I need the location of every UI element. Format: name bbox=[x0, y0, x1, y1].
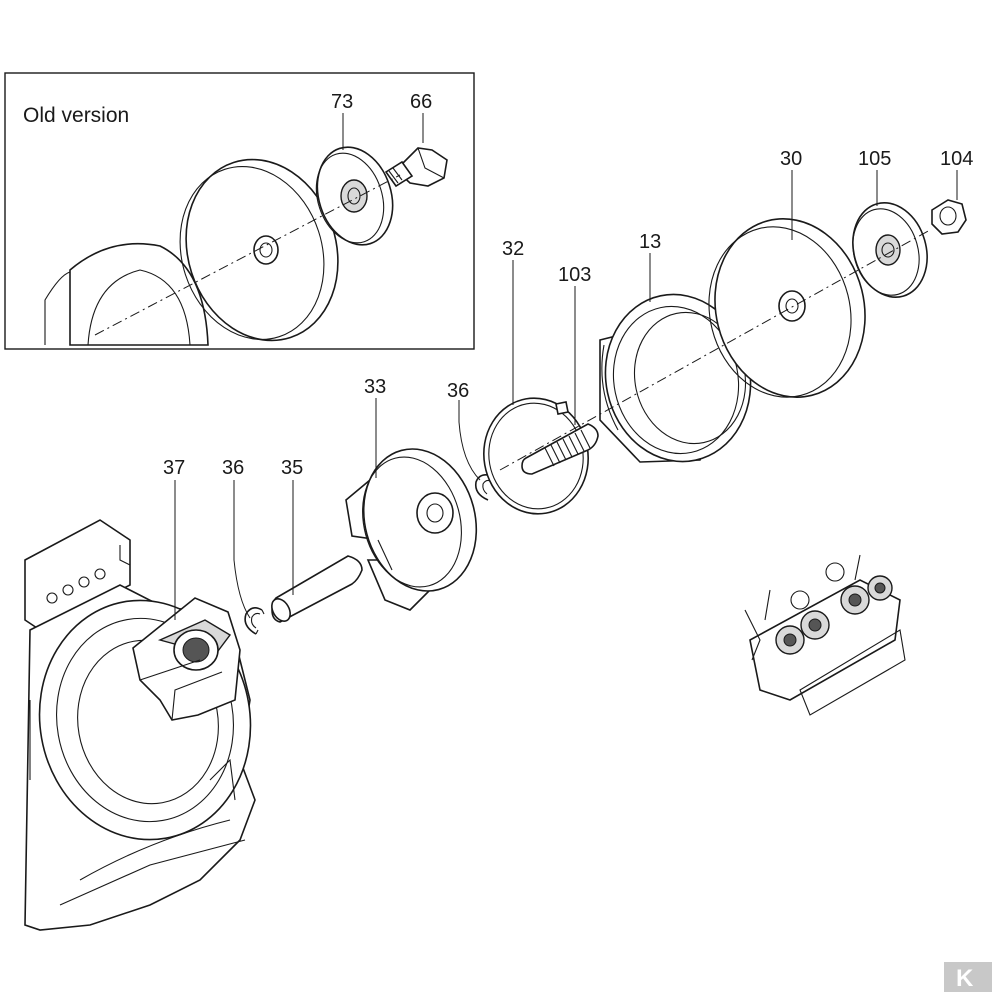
inset-housing bbox=[44, 243, 209, 346]
label-36-upper: 36 bbox=[447, 380, 469, 402]
stud-103 bbox=[521, 423, 599, 475]
nut-104 bbox=[931, 199, 967, 235]
pump-overview-thumbnail bbox=[744, 554, 906, 716]
inset-washer-73 bbox=[315, 146, 394, 246]
inset-centerline bbox=[94, 174, 401, 336]
label-37: 37 bbox=[163, 457, 185, 479]
label-33: 33 bbox=[364, 376, 386, 398]
label-30: 30 bbox=[780, 148, 802, 170]
label-32: 32 bbox=[502, 238, 524, 260]
label-35: 35 bbox=[281, 457, 303, 479]
connecting-rod-33 bbox=[345, 448, 478, 611]
crosshead-37 bbox=[132, 597, 241, 721]
washer-105 bbox=[852, 202, 928, 298]
pin-35 bbox=[271, 555, 363, 623]
brand-logo: K bbox=[944, 962, 992, 992]
circlip-36-upper bbox=[474, 474, 493, 501]
pump-housing bbox=[24, 519, 256, 931]
label-73: 73 bbox=[331, 91, 353, 113]
main-centerline bbox=[499, 229, 931, 471]
label-104: 104 bbox=[940, 148, 973, 170]
brand-logo-letter: K bbox=[956, 965, 974, 992]
label-66: 66 bbox=[410, 91, 432, 113]
circlip-36-lower bbox=[244, 606, 265, 635]
label-105: 105 bbox=[858, 148, 891, 170]
label-13: 13 bbox=[639, 231, 661, 253]
label-103: 103 bbox=[558, 264, 591, 286]
inset-bolt-66 bbox=[384, 147, 448, 188]
label-36-lower: 36 bbox=[222, 457, 244, 479]
old-version-inset: Old version bbox=[4, 72, 475, 350]
diaphragm-30 bbox=[708, 218, 866, 398]
inset-title: Old version bbox=[23, 104, 129, 127]
